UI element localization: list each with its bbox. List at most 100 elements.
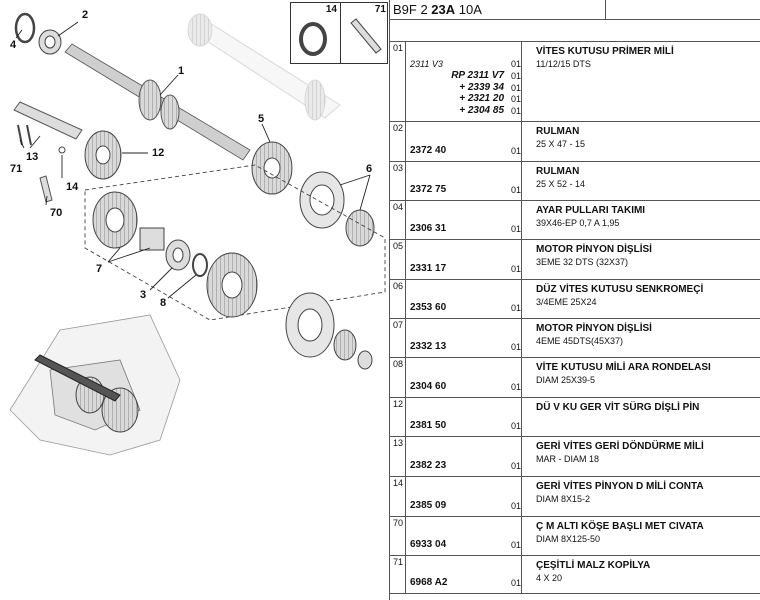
- table-row: 01 VİTES KUTUSU PRİMER MİLİ 11/12/15 DTS 23…: [390, 42, 760, 122]
- desc-column: [521, 437, 760, 476]
- desc-column: [521, 240, 760, 279]
- sub-part-number: RP 2311 V7: [451, 70, 504, 81]
- ghost-shaft: [187, 13, 341, 121]
- row-number: 12: [390, 398, 406, 436]
- row-number: 06: [390, 280, 406, 318]
- part-spec: 39X46-EP 0,7 A 1,95: [536, 218, 620, 228]
- desc-column: [521, 477, 760, 516]
- ring-4: [14, 12, 36, 44]
- sub-part-number: + 2339 34: [459, 81, 504, 93]
- row-number: 13: [390, 437, 406, 476]
- washer-8: [192, 253, 208, 277]
- inset-pin-71: 71: [340, 3, 389, 63]
- quantity: 01: [511, 224, 522, 234]
- part-title: DÜZ VİTES KUTUSU SENKROMEÇİ: [536, 284, 704, 295]
- row-number: 02: [390, 122, 406, 161]
- part-spec: 25 X 47 - 15: [536, 139, 586, 149]
- part-title: RULMAN: [536, 166, 580, 177]
- quantity: 01: [511, 342, 522, 352]
- row-number: 71: [390, 556, 406, 593]
- quantity: 01: [511, 264, 522, 274]
- callout-14: 14: [66, 181, 79, 193]
- quantity: 01: [511, 421, 522, 431]
- callout-8: 8: [160, 297, 166, 309]
- subassembly-frame: [84, 164, 386, 321]
- desc-column: [521, 319, 760, 357]
- inset-label-71: 71: [374, 4, 386, 15]
- row-number: 14: [390, 477, 406, 516]
- inset-label-14: 14: [325, 4, 337, 15]
- exploded-view-diagram: 2 4 1 13 71 14 70 12 5 6 7 3 8: [9, 9, 386, 456]
- callout-4: 4: [10, 39, 17, 51]
- part-title: AYAR PULLARI TAKIMI: [536, 205, 646, 216]
- part-title: GERİ VİTES GERİ DÖNDÜRME MİLİ: [536, 441, 704, 452]
- sub-part-number: + 2321 20: [459, 93, 504, 104]
- quantity: 01: [511, 461, 522, 471]
- part-number: 2306 31: [410, 223, 447, 234]
- part-title: Ç M ALTI KÖŞE BAŞLI MET CIVATA: [536, 521, 704, 532]
- part-number: 2385 09: [410, 500, 447, 511]
- quantity: 01: [511, 540, 522, 550]
- gearbox-housing: [9, 314, 181, 456]
- desc-column: [521, 398, 760, 436]
- reverse-shaft: [13, 101, 83, 140]
- table-row: 14 GERİ VİTES PİNYON D MİLİ CONTA DIAM 8X1…: [390, 477, 760, 517]
- callout-13: 13: [26, 151, 38, 163]
- desc-column: [521, 358, 760, 397]
- sub-part-number: + 2304 85: [459, 104, 504, 116]
- callout-5: 5: [258, 113, 264, 125]
- desc-column: [521, 42, 760, 121]
- desc-column: [521, 280, 760, 318]
- callout-1: 1: [178, 65, 184, 77]
- part-number: 6933 04: [410, 539, 447, 550]
- sub-quantity: 01: [511, 82, 522, 93]
- part-number: 2331 17: [410, 263, 447, 274]
- part-spec: DIAM 8X15-2: [536, 494, 591, 504]
- sub-quantity: 01: [511, 94, 522, 104]
- part-title: GERİ VİTES PİNYON D MİLİ CONTA: [536, 481, 704, 492]
- variant-code: 2311 V3: [410, 59, 443, 69]
- part-title: DÜ V KU GER VİT SÜRG DİŞLİ PİN: [536, 402, 700, 413]
- callout-6: 6: [366, 163, 372, 175]
- part-number: 2353 60: [410, 302, 447, 313]
- table-row: 04 AYAR PULLARI TAKIMI 39X46-EP 0,7 A 1,95…: [390, 201, 760, 240]
- part-number: 2381 50: [410, 420, 447, 431]
- table-header: B9F 2 23A 10A: [390, 0, 760, 20]
- part-number: 6968 A2: [410, 577, 448, 588]
- part-spec: 3EME 32 DTS (32X37): [536, 257, 629, 267]
- row-number: 04: [390, 201, 406, 239]
- desc-column: [521, 201, 760, 239]
- desc-column: [521, 122, 760, 161]
- quantity: 01: [511, 185, 522, 195]
- part-number: 2304 60: [410, 381, 447, 392]
- row-number: 03: [390, 162, 406, 200]
- part-spec: 11/12/15 DTS: [536, 59, 591, 69]
- primary-shaft: [64, 43, 251, 161]
- part-number: 2372 40: [410, 145, 447, 156]
- callout-12: 12: [152, 147, 164, 159]
- desc-column: [521, 162, 760, 200]
- row-number: 07: [390, 319, 406, 357]
- sub-quantity: 01: [511, 105, 522, 116]
- row-number: 08: [390, 358, 406, 397]
- desc-column: [521, 517, 760, 555]
- quantity: 01: [511, 501, 522, 511]
- part-spec: 4 X 20: [536, 573, 563, 583]
- callout-71: 71: [10, 163, 22, 175]
- part-title: MOTOR PİNYON DİŞLİSİ: [536, 244, 652, 255]
- sub-quantity: 01: [511, 71, 522, 81]
- quantity: 01: [511, 146, 522, 156]
- part-title: VİTES KUTUSU PRİMER MİLİ: [536, 46, 674, 57]
- callout-3: 3: [140, 289, 146, 301]
- part-title: MOTOR PİNYON DİŞLİSİ: [536, 323, 652, 334]
- callout-70: 70: [50, 207, 62, 219]
- part-title: VİTE KUTUSU MİLİ ARA RONDELASI: [536, 362, 711, 373]
- bolt-70: [39, 175, 53, 203]
- part-number: 2382 23: [410, 460, 447, 471]
